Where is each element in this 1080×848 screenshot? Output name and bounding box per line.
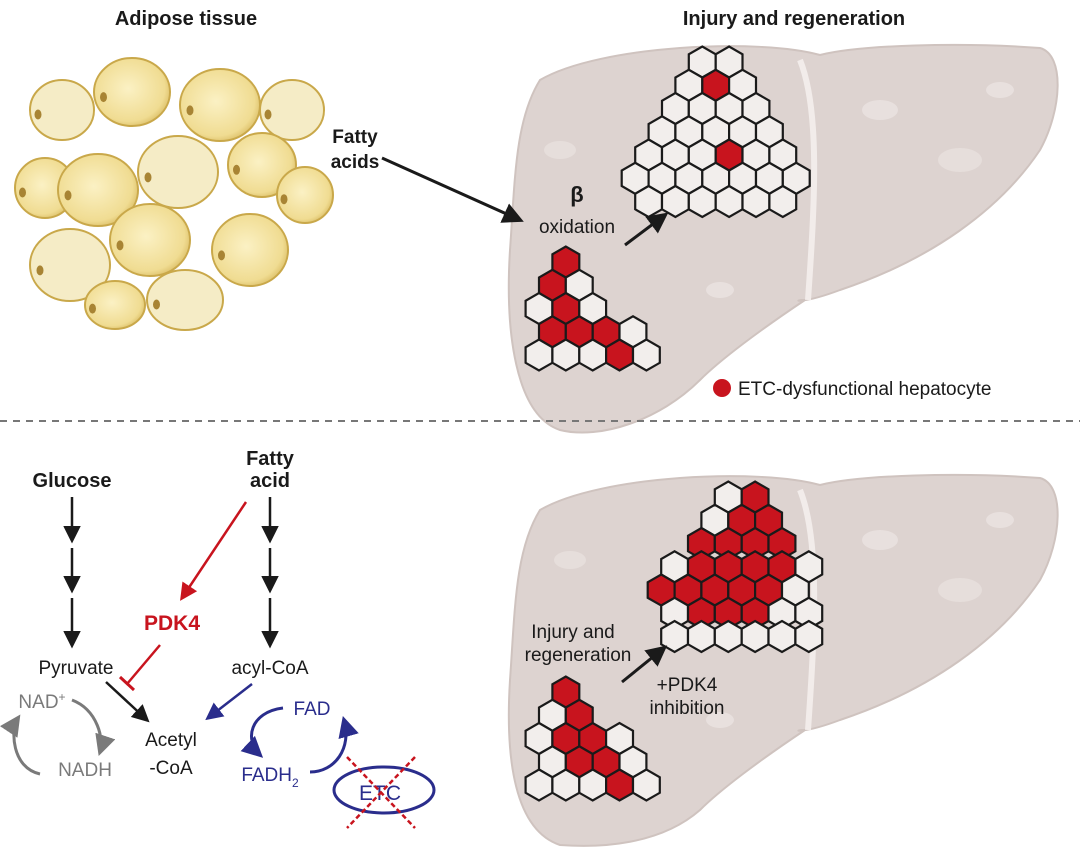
- adipocyte: [146, 269, 224, 331]
- etc-ellipse: [332, 765, 436, 815]
- fatty-acids-label: Fatty: [332, 127, 378, 148]
- nad-cycle-left-arrow: [0, 714, 41, 776]
- nadh-label: NADH: [58, 760, 112, 781]
- hepatocyte: [768, 184, 798, 219]
- adipocyte-nucleus: [280, 194, 288, 205]
- acyl-coa-label: acyl-CoA: [231, 658, 308, 679]
- acyl-to-acetyl-arrow: [205, 683, 253, 721]
- fad-cycle-left-arrow: [240, 706, 284, 758]
- legend-dot: [713, 379, 731, 397]
- hepatocyte: [740, 619, 770, 654]
- adipocyte-nucleus: [34, 109, 42, 120]
- hepatocyte: [794, 619, 824, 654]
- adipocyte-nucleus: [100, 92, 107, 103]
- pyruvate-to-acetyl-arrow: [105, 681, 150, 723]
- hepatocyte: [686, 619, 716, 654]
- injury-regeneration-label-2: regeneration: [525, 645, 632, 666]
- adipocyte-nucleus: [186, 105, 194, 116]
- legend-label: ETC-dysfunctional hepatocyte: [738, 379, 991, 400]
- pdk4-inhibition-label: +PDK4: [657, 675, 718, 696]
- adipocyte: [137, 135, 219, 209]
- dysfunctional-hepatocyte: [767, 526, 797, 561]
- hepatocyte: [524, 338, 554, 372]
- dysfunctional-hepatocyte: [604, 768, 635, 802]
- adipocyte-nucleus: [64, 190, 72, 201]
- hepatocyte: [578, 768, 608, 802]
- hepatocyte: [794, 596, 824, 631]
- adipocyte-nucleus: [264, 109, 272, 120]
- pdk4-inhibition-arrow: [621, 645, 668, 684]
- adipocyte-nucleus: [144, 172, 152, 183]
- hepatocyte: [660, 184, 690, 219]
- oxidation-label: oxidation: [539, 217, 615, 238]
- pdk4-label: PDK4: [144, 612, 200, 635]
- beta-symbol: β: [570, 182, 583, 207]
- nad-cycle-right-arrow: [71, 698, 116, 756]
- adipocyte: [227, 132, 297, 198]
- injury-regeneration-title: Injury and regeneration: [683, 8, 905, 30]
- adipose-tissue-title: Adipose tissue: [115, 8, 257, 30]
- hepatocyte: [551, 338, 581, 372]
- hepatocyte: [524, 768, 554, 802]
- hepatocyte: [713, 619, 743, 654]
- hepatocyte: [631, 338, 661, 372]
- pdk4-inhibition-label-2: inhibition: [650, 698, 725, 719]
- hepatocyte: [551, 768, 581, 802]
- adipocyte: [84, 280, 146, 330]
- adipocyte: [93, 57, 171, 127]
- pdk4-inhibition-line: [126, 644, 161, 685]
- adipocyte: [109, 203, 191, 277]
- adipocyte-nucleus: [36, 265, 44, 276]
- adipocyte: [276, 166, 334, 224]
- liver-top: [507, 43, 1059, 434]
- adipocyte-nucleus: [153, 299, 160, 310]
- hepatocyte: [631, 768, 661, 802]
- etc-cross-2: [346, 756, 416, 829]
- fatty-acids-label-2: acids: [331, 152, 380, 173]
- hepatocyte: [767, 619, 797, 654]
- fad-cycle-right-arrow: [309, 715, 359, 774]
- adipocyte-nucleus: [89, 303, 96, 314]
- dysfunctional-hepatocyte: [604, 338, 635, 372]
- hepatocyte-cluster-top-large: [620, 45, 811, 219]
- adipocyte-nucleus: [116, 240, 124, 251]
- pdk4-inhibition-bar: [118, 675, 136, 692]
- hepatocyte-cluster-bottom-small: [524, 675, 661, 802]
- hepatocyte: [741, 184, 771, 219]
- fadh2-label: FADH2: [241, 765, 299, 790]
- adipocyte: [179, 68, 261, 142]
- fatty-acid-to-pdk4-arrow: [180, 501, 248, 601]
- hepatocyte-cluster-bottom-large: [646, 480, 824, 654]
- adipocyte: [29, 79, 95, 141]
- adipocyte: [211, 213, 289, 287]
- hepatocyte-cluster-top-small: [524, 245, 661, 372]
- adipocyte: [259, 79, 325, 141]
- adipocyte: [29, 228, 111, 302]
- fatty-acid-label-2: acid: [250, 470, 290, 492]
- hepatocyte: [714, 184, 744, 219]
- fatty-acids-arrow: [381, 156, 524, 223]
- nad-label: NAD+: [18, 690, 65, 713]
- pyruvate-label: Pyruvate: [39, 658, 114, 679]
- glucose-label: Glucose: [33, 470, 112, 492]
- adipocyte-nucleus: [19, 187, 26, 198]
- adipocyte-nucleus: [218, 250, 225, 261]
- injury-regeneration-label: Injury and: [531, 622, 614, 643]
- acetyl-coa-label-2: -CoA: [149, 758, 193, 779]
- hepatocyte: [578, 338, 608, 372]
- hepatocyte: [660, 619, 690, 654]
- adipocyte: [57, 153, 139, 227]
- oxidation-arrow: [624, 212, 669, 247]
- hepatocyte: [634, 184, 664, 219]
- adipocyte-nucleus: [233, 164, 240, 175]
- fatty-acid-label: Fatty: [246, 448, 295, 470]
- adipose-tissue-cluster: [14, 57, 334, 331]
- fad-label: FAD: [294, 699, 331, 720]
- acetyl-coa-label: Acetyl: [145, 730, 197, 751]
- hepatocyte: [687, 184, 717, 219]
